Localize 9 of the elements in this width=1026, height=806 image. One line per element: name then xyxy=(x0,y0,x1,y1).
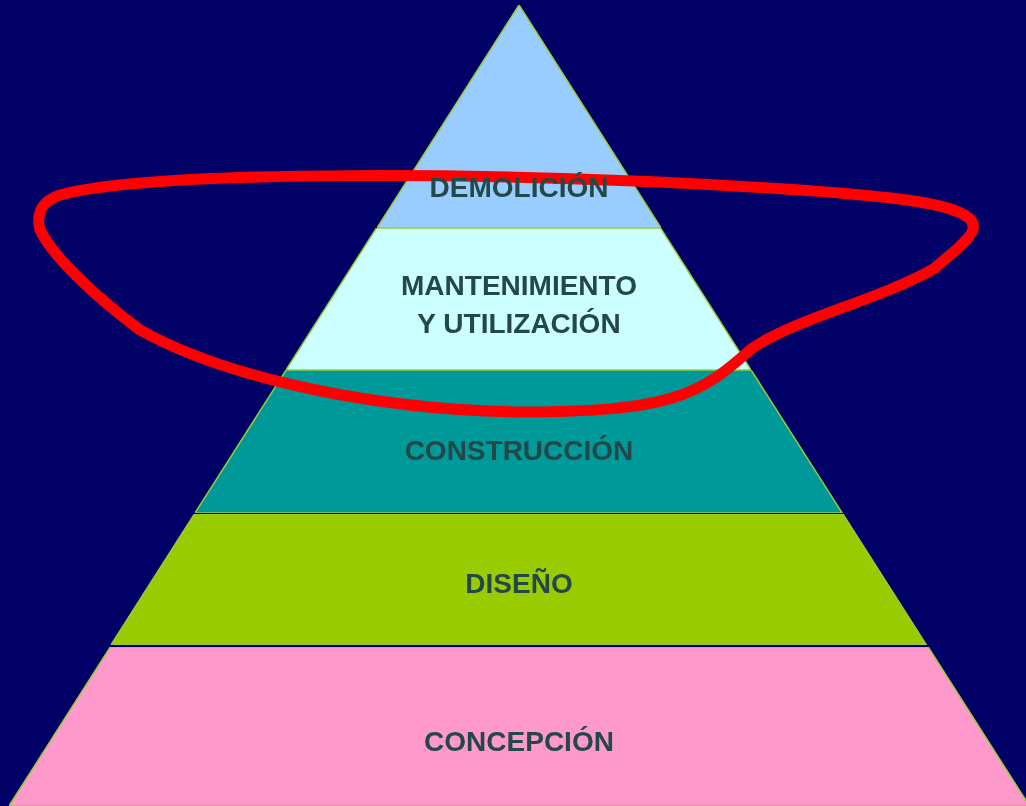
pyramid-base xyxy=(8,647,1026,806)
pyramid-band xyxy=(111,514,927,645)
band-label: CONSTRUCCIÓN xyxy=(404,434,634,468)
pyramid-apex xyxy=(376,5,662,228)
pyramid-band xyxy=(286,228,752,370)
band-label: CONCEPCIÓN xyxy=(424,725,614,759)
band-label: MANTENIMIENTO Y UTILIZACIÓN xyxy=(401,269,637,341)
pyramid-band xyxy=(195,370,843,513)
band-label: DISEÑO xyxy=(465,567,573,601)
